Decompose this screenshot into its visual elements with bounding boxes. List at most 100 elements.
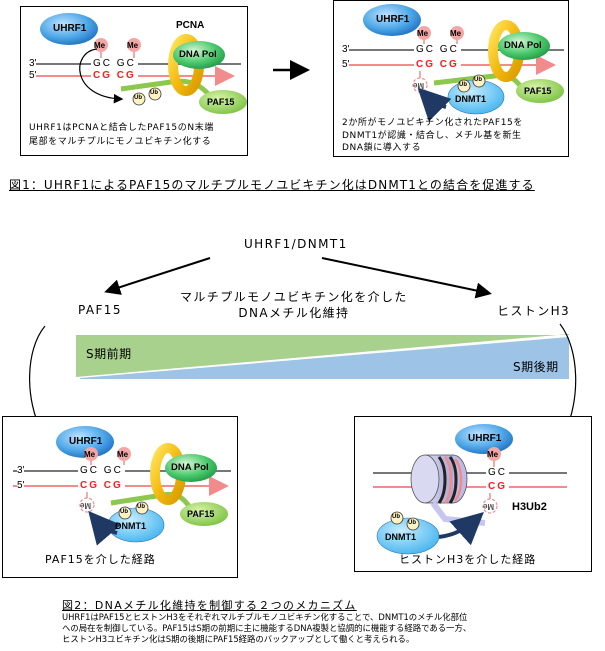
paf15-ellipse — [516, 79, 564, 103]
ub-label: Ub — [150, 90, 158, 96]
top-sequence: GC GC — [78, 465, 125, 476]
methyl-mark — [417, 26, 431, 40]
ubiquitin — [472, 74, 486, 88]
top-sequence: GC — [486, 467, 510, 478]
base: G — [488, 467, 498, 478]
ub-label: Ub — [137, 504, 145, 510]
base: G — [102, 70, 113, 81]
ub-label: Ub — [134, 95, 142, 101]
new-me-label: Me — [483, 502, 495, 511]
base: C — [93, 70, 103, 81]
paf15-pathway-caption: PAF15を介した経路 — [45, 553, 156, 566]
base: C — [425, 44, 436, 55]
ub-label: Ub — [120, 509, 128, 515]
center-line: マルチプルモノユビキチン化を介した — [180, 290, 408, 304]
paf15-ellipse — [199, 90, 247, 114]
base: C — [89, 465, 100, 476]
ubiquitin — [457, 79, 471, 93]
uhrf1-ellipse — [40, 13, 98, 45]
description-line: ヒストンH3ユビキチン化はS期の後期にPAF15経路のバックアップとして働くと考… — [62, 634, 415, 644]
uhrf1-label: UHRF1 — [53, 23, 87, 34]
uhrf1-ellipse — [455, 424, 513, 454]
methyl-mark — [487, 447, 501, 461]
me-label: Me — [117, 450, 129, 459]
fig1-arrow-layer — [273, 60, 310, 80]
base: C — [116, 70, 127, 81]
ub-label: Ub — [459, 82, 467, 88]
pcna-label: PCNA — [176, 20, 205, 31]
panel-a-diagram — [31, 13, 247, 114]
ub-label: Ub — [474, 77, 482, 83]
methyl-mark — [84, 447, 98, 461]
strand-3-prime-label: 3' — [342, 44, 350, 55]
uhrf1-label: UHRF1 — [376, 14, 410, 25]
paf15-pathway-diagram — [13, 426, 231, 546]
base: G — [425, 59, 436, 70]
ub-label: Ub — [392, 514, 400, 520]
bottom-sequence: CG CG — [91, 70, 138, 81]
dna-pol-label: DNA Pol — [171, 462, 209, 473]
panel-a-caption: UHRF1はPCNAと結合したPAF15のN末端 尾部をマルチプルにモノユビキチ… — [29, 121, 214, 149]
paf15-pathway-label: PAF15 — [78, 303, 122, 317]
bottom-sequence: CG CG — [78, 480, 125, 491]
fig2-panel-histone-h3-pathway: UHRF1 Me Me GC CG DNMT1 Ub Ub H3Ub2 ヒストン… — [354, 416, 592, 572]
base: C — [103, 480, 114, 491]
figure1-title: 図1：UHRF1によるPAF15のマルチプルモノユビキチン化はDNMT1との結合… — [9, 178, 535, 192]
base: C — [416, 59, 426, 70]
transfer-arrow — [88, 510, 122, 546]
strand-5-prime-label: 5' — [17, 480, 25, 491]
fig1-panel-uhrf1-ubiquitination: UHRF1 PCNA Me Me 3' 5' GC GC CG CG DNA P… — [20, 6, 248, 156]
caption-line: 2か所がモノユビキチン化されたPAF15を — [342, 118, 523, 128]
base: G — [439, 44, 450, 55]
figure2-title: 図2：DNAメチル化維持を制御する２つのメカニズム — [62, 599, 357, 612]
curved-arrow — [79, 48, 124, 104]
methyl-mark — [94, 38, 108, 52]
me-label: Me — [94, 41, 106, 50]
dna-pol-ellipse — [498, 32, 550, 60]
fig2-panel-paf15-pathway: UHRF1 Me Me Me 3' 5' GC GC CG CG DNA Pol… — [2, 416, 238, 578]
dna-pol-label: DNA Pol — [504, 40, 542, 51]
uhrf1-dnmt1-label: UHRF1/DNMT1 — [244, 237, 348, 251]
strand-3-prime-label: 3' — [29, 58, 37, 69]
description-line: UHRF1はPAF15とヒストンH3をそれぞれマルチプルモノユビキチン化すること… — [62, 612, 468, 622]
center-description: マルチプルモノユビキチン化を介した DNAメチル化維持 — [180, 289, 408, 321]
methyl-mark — [127, 38, 141, 52]
base: C — [80, 480, 90, 491]
base: G — [497, 481, 508, 492]
new-me-label: Me — [80, 501, 92, 510]
base: G — [113, 480, 123, 491]
arrow-to-paf15-icon — [104, 257, 211, 295]
paf15-ellipse — [180, 502, 228, 526]
uhrf1-ellipse — [363, 4, 421, 36]
paf15-label: PAF15 — [207, 97, 235, 107]
paf15-label: PAF15 — [524, 86, 552, 96]
dna-pol-ellipse — [165, 454, 217, 482]
new-methyl-mark — [482, 498, 498, 514]
bottom-sequence: CG CG — [414, 59, 461, 70]
dnmt1-label: DNMT1 — [385, 532, 416, 542]
bottom-sequence: CG — [486, 481, 510, 492]
top-sequence: GC GC — [414, 44, 461, 55]
ubiquitin — [406, 517, 420, 531]
methyl-mark — [117, 447, 131, 461]
me-label: Me — [84, 450, 96, 459]
ubiquitin — [135, 501, 149, 515]
base: C — [449, 44, 459, 55]
ubiquitin — [390, 511, 404, 525]
early-s-phase-label: S期前期 — [86, 347, 132, 361]
strand-5-prime-label: 5' — [342, 59, 350, 70]
base: G — [126, 70, 136, 81]
base: G — [93, 58, 103, 69]
base: G — [116, 58, 127, 69]
base: G — [449, 59, 459, 70]
uhrf1-label: UHRF1 — [468, 433, 502, 444]
uhrf1-label: UHRF1 — [69, 436, 103, 447]
late-s-phase-label: S期後期 — [513, 360, 559, 374]
histone-h3-pathway-label: ヒストンH3 — [497, 304, 571, 318]
histone-h3-pathway-caption: ヒストンH3を介した経路 — [399, 553, 537, 566]
base: C — [439, 59, 450, 70]
base: G — [80, 465, 90, 476]
me-label: Me — [450, 29, 462, 38]
dna-pol-ellipse — [173, 41, 225, 69]
me-label: Me — [127, 41, 139, 50]
